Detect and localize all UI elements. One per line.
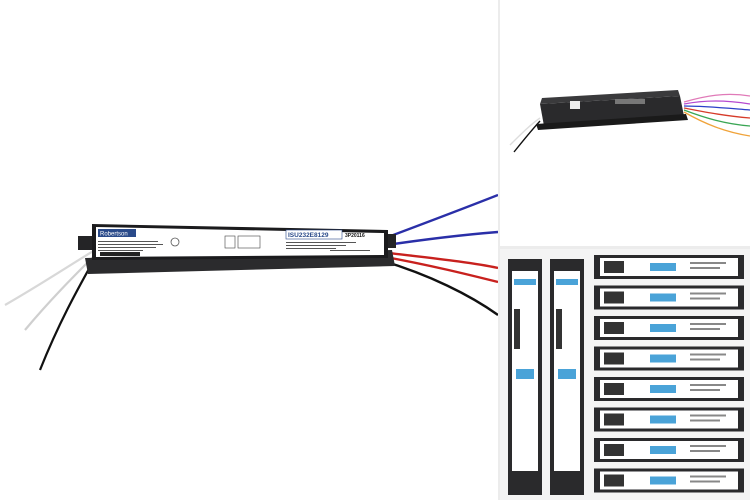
horizontal-ballast-barcode [604,474,624,487]
horizontal-ballast-barcode [604,352,624,365]
horizontal-ballast-text [690,353,726,356]
label-line [98,247,156,248]
horizontal-ballast-badge [650,293,676,302]
thumbnail-multi-pack[interactable] [500,249,750,500]
label-line [286,248,336,249]
horizontal-ballast-text [690,323,726,325]
label-line [98,250,143,251]
label-line [330,250,370,251]
horizontal-ballast-text [690,267,720,269]
thumb-label [615,99,645,104]
multi-pack-photo [508,255,744,495]
horizontal-ballast-barcode [604,383,624,395]
horizontal-ballast-text [690,328,720,330]
horizontal-ballast-text [690,384,726,386]
horizontal-ballast-text [690,445,726,447]
label-line [286,242,356,243]
main-product-image[interactable]: Robertson ISU232E8129 3P20116 [0,0,498,500]
label-line [98,241,158,242]
ul-mark-icon [170,237,180,247]
thumb-ballast-top [540,90,680,104]
horizontal-ballast-badge [650,476,676,485]
vertical-ballast-badge [558,369,576,379]
wiring-diagram-2 [237,235,261,249]
horizontal-ballast-text [690,358,720,361]
horizontal-ballast-text [690,262,726,264]
ballast-photo: Robertson ISU232E8129 3P20116 [4,193,498,371]
horizontal-ballast-barcode [604,413,624,426]
horizontal-ballast-text [690,297,720,300]
horizontal-ballast-barcode [604,261,624,273]
horizontal-ballast-barcode [604,322,624,334]
black-wire-right [379,258,498,316]
horizontal-ballast-barcode [604,444,624,456]
thumb-wire [513,120,541,153]
horizontal-ballast-text [690,414,726,417]
vertical-ballast-barcode [514,309,520,349]
brand-text: Robertson [100,232,128,238]
horizontal-ballast-badge [650,263,676,271]
vertical-ballast-stripe [556,279,578,285]
horizontal-ballast-text [690,480,720,483]
horizontal-ballast-text [690,292,726,295]
model-box [285,229,343,240]
thumb-flange [536,114,688,130]
label-line [98,244,163,245]
vertical-ballast-barcode [556,309,562,349]
label-line [286,245,346,246]
part-number: 3P20116 [345,233,365,239]
black-wire-left [38,257,96,371]
red-wire-1 [379,250,498,270]
thumb-wire [509,117,541,146]
thumb-wire-green [683,109,750,127]
vertical-ballast-badge [516,369,534,379]
thumb-wire-pink [683,93,750,103]
vertical-ballast-stripe [514,279,536,285]
thumb-wire-orange [683,111,750,137]
divider-horizontal [500,246,750,249]
horizontal-ballast-text [690,419,720,422]
divider-vertical [498,0,500,500]
thumb-wire-violet [683,100,750,105]
white-wire [4,249,96,306]
horizontal-ballast-badge [650,354,676,363]
barcode [100,252,140,256]
horizontal-ballast-badge [650,324,676,332]
thumb-wire-red [683,107,750,119]
thumb-wire-blue [683,105,750,111]
horizontal-ballast-text [690,475,726,478]
horizontal-ballast-badge [650,446,676,454]
mounting-tab-left [78,236,92,250]
red-wire-2 [379,254,498,284]
white-wire-2 [24,254,96,331]
thumb-sticker [570,101,580,109]
horizontal-ballast-badge [650,385,676,393]
brand-logo [98,229,136,237]
model-text: ISU232E8129 [288,232,329,239]
horizontal-ballast-text [690,450,720,452]
thumbnail-side-view[interactable] [500,0,750,246]
side-view-photo [509,90,750,153]
horizontal-ballast-text [690,389,720,391]
horizontal-ballast-badge [650,415,676,424]
wiring-diagram [224,235,236,249]
horizontal-ballast-barcode [604,291,624,304]
